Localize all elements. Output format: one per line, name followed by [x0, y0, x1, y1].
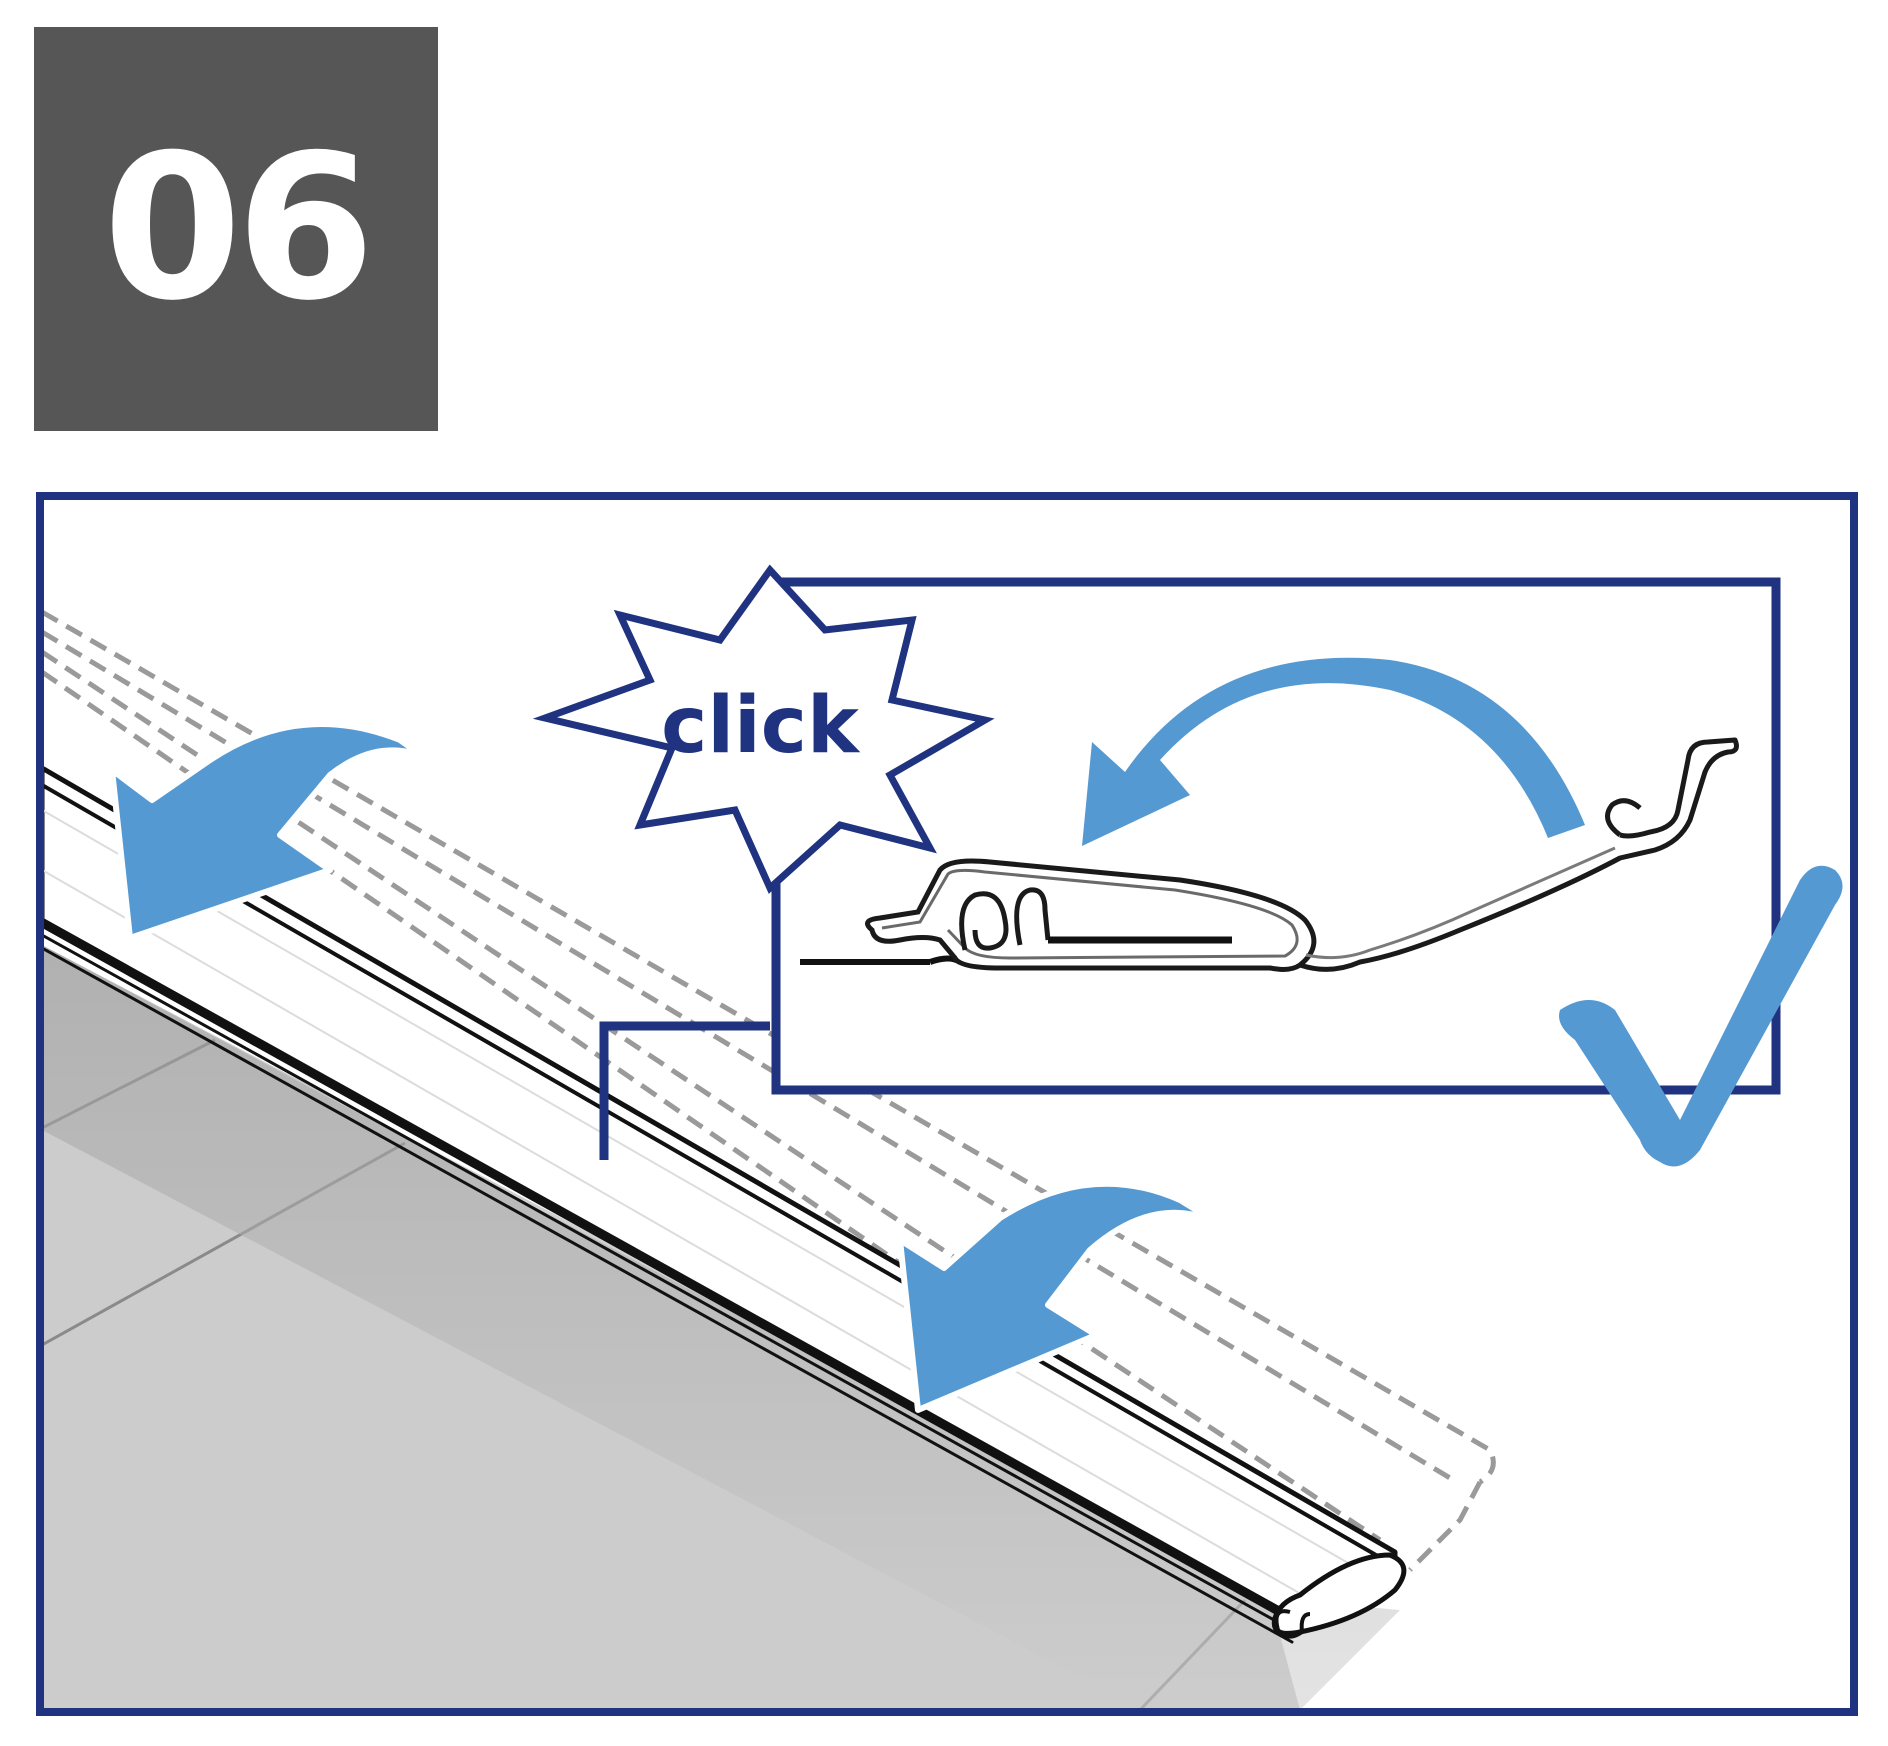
profile-edges [42, 783, 1397, 1644]
curved-arrow-icon [897, 1180, 1251, 1413]
main-frame [36, 492, 1858, 1716]
curved-arrow-icon [109, 721, 471, 941]
callout-connector [599, 1021, 770, 1160]
step-number: 06 [102, 112, 375, 345]
checkmark-icon [1559, 865, 1843, 1167]
click-label: click [661, 681, 861, 771]
detail-cross-section [800, 737, 1739, 972]
profile-shading [42, 809, 1396, 1606]
step-badge: 06 [34, 27, 438, 431]
curved-arrow-icon [1082, 657, 1585, 846]
profile-end-hook [1274, 1609, 1311, 1639]
starburst-icon: click [532, 564, 995, 894]
